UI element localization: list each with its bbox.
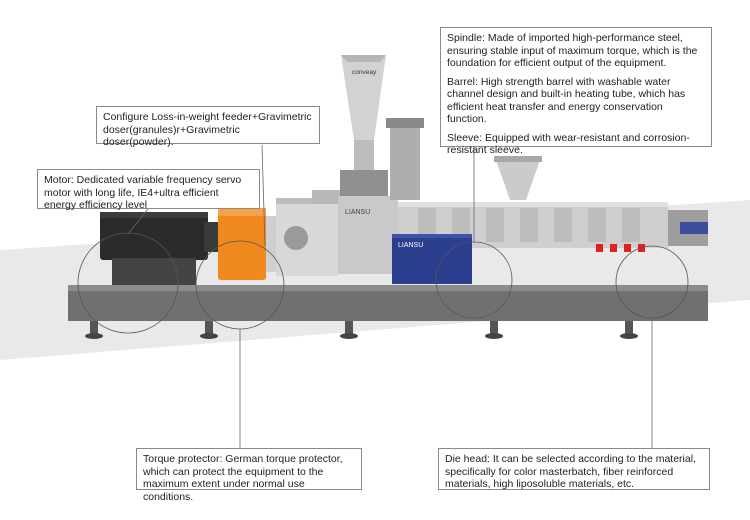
torque-protector [218,208,276,280]
spindle-text: Spindle: Made of imported high-performan… [447,32,698,69]
gearbox [276,190,342,276]
barrel-text: Barrel: High strength barrel with washab… [447,75,686,126]
hopper-brand-text: conveay [352,69,377,76]
callout-motor: Motor: Dedicated variable frequency serv… [37,169,260,211]
control-cabinet: LIANSU [392,234,472,284]
feeder-text: Configure Loss-in-weight feeder+Gravimet… [103,111,312,148]
servo-motor [100,212,218,285]
cabinet-brand-text: LIANSU [398,242,423,249]
motor-detail-circle [77,232,179,334]
callout-torque-protector: Torque protector: German torque protecto… [136,448,362,503]
machine-housing: LIANSU [338,196,398,274]
side-doser [386,118,424,200]
machine-brand-text: LIANSU [345,209,370,216]
torque-text: Torque protector: German torque protecto… [143,453,343,503]
cooling-valves [596,244,645,252]
leader-lines [127,144,653,448]
sleeve-text: Sleeve: Equipped with wear-resistant and… [447,131,690,157]
die-head [668,210,708,246]
callout-spindle-barrel-sleeve: Spindle: Made of imported high-performan… [440,27,712,156]
machine-base-frame [68,285,708,339]
motor-text: Motor: Dedicated variable frequency serv… [44,174,242,211]
die-text: Die head: It can be selected according t… [445,453,696,490]
feeder-hopper: conveay [340,55,388,196]
callout-die-head: Die head: It can be selected according t… [438,448,710,490]
callout-feeder: Configure Loss-in-weight feeder+Gravimet… [96,106,320,148]
